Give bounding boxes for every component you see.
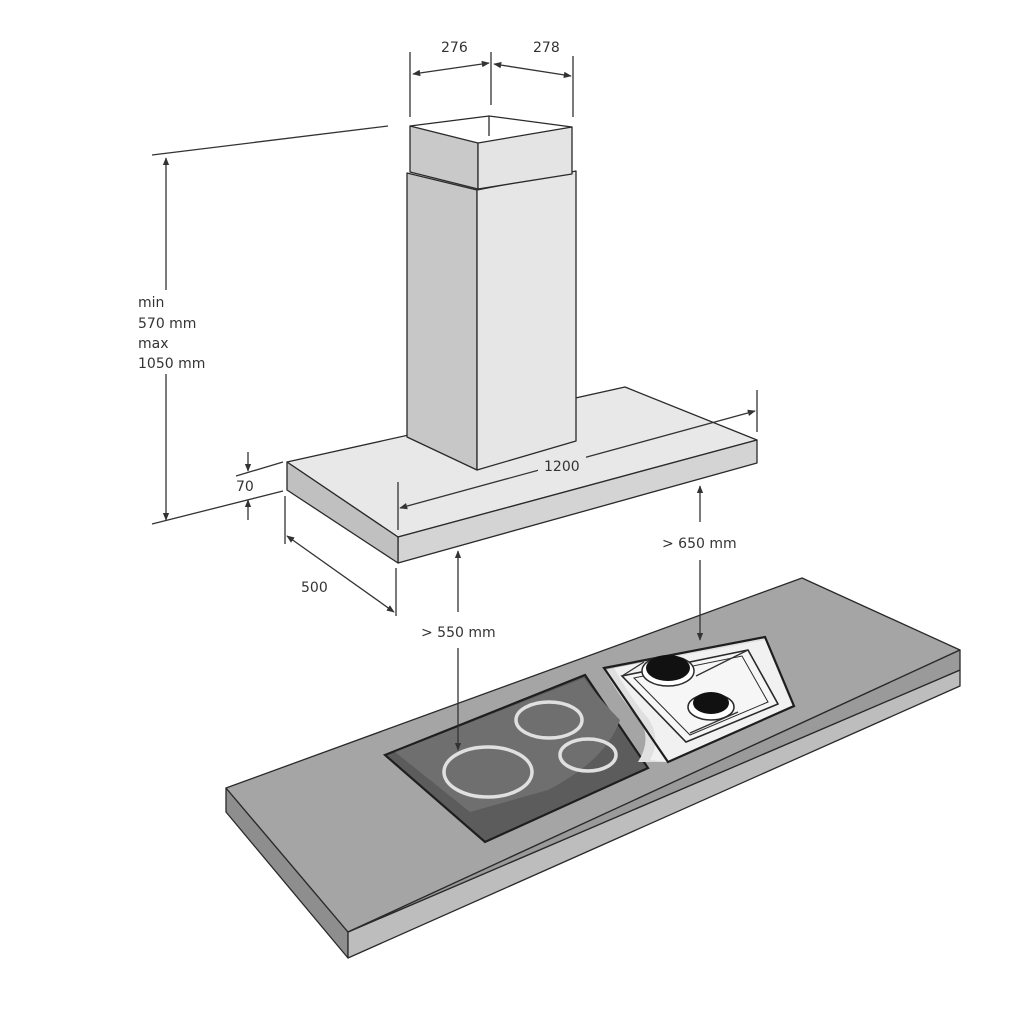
induction-panel-highlight (395, 678, 620, 812)
chimney-lower-front (406, 172, 478, 471)
height-min-label: min (138, 295, 164, 311)
gas-grate-bar (695, 649, 749, 677)
chimney-width-dimension: 276 278 (409, 40, 574, 117)
extension-line (151, 490, 284, 525)
hood-depth-label: 500 (301, 580, 328, 596)
depth-arrow (286, 535, 395, 613)
chimney-upper-side (477, 126, 573, 190)
gas-burner-small (693, 692, 729, 714)
height-min-value: 570 mm (138, 316, 196, 332)
hood-thickness-label: 70 (236, 479, 254, 495)
induction-zone-large (442, 745, 534, 799)
induction-zone-small (558, 737, 618, 773)
clearance-electric-dimension: > 550 mm (421, 550, 496, 751)
hood-width-label: 1200 (544, 459, 580, 475)
induction-hob (382, 673, 650, 844)
clearance-electric-label: > 550 mm (421, 625, 496, 641)
chimney-top-rim (409, 115, 490, 127)
gas-burner-large (646, 655, 690, 681)
dimension-arrow-276 (412, 60, 490, 77)
extension-line (151, 125, 389, 156)
hood-thickness-dimension: 70 (235, 452, 284, 520)
countertop-right-side (347, 649, 961, 933)
dimension-label-276: 276 (441, 40, 468, 56)
dimension-label-278: 278 (533, 40, 560, 56)
gas-hob (602, 635, 796, 764)
gas-grate-bar (621, 661, 645, 677)
height-max-label: max (138, 336, 169, 352)
extension-line (235, 461, 284, 477)
clearance-gas-dimension: > 650 mm (662, 485, 737, 641)
height-max-value: 1050 mm (138, 356, 205, 372)
gas-hob-grate-inner (632, 655, 769, 736)
hood-width-dimension: 1200 (397, 390, 758, 530)
hood-depth-dimension: 500 (284, 496, 397, 616)
dimension-arrow-278 (493, 61, 572, 79)
width-label-backdrop (538, 455, 586, 475)
induction-zone-medium (514, 700, 584, 740)
height-dimension: min 570 mm max 1050 mm (138, 125, 389, 525)
chimney (406, 115, 577, 471)
clearance-gas-label: > 650 mm (662, 536, 737, 552)
gas-grate-bar (689, 711, 739, 734)
gas-hob-frame (602, 635, 796, 764)
chimney-lower-side (476, 170, 577, 471)
